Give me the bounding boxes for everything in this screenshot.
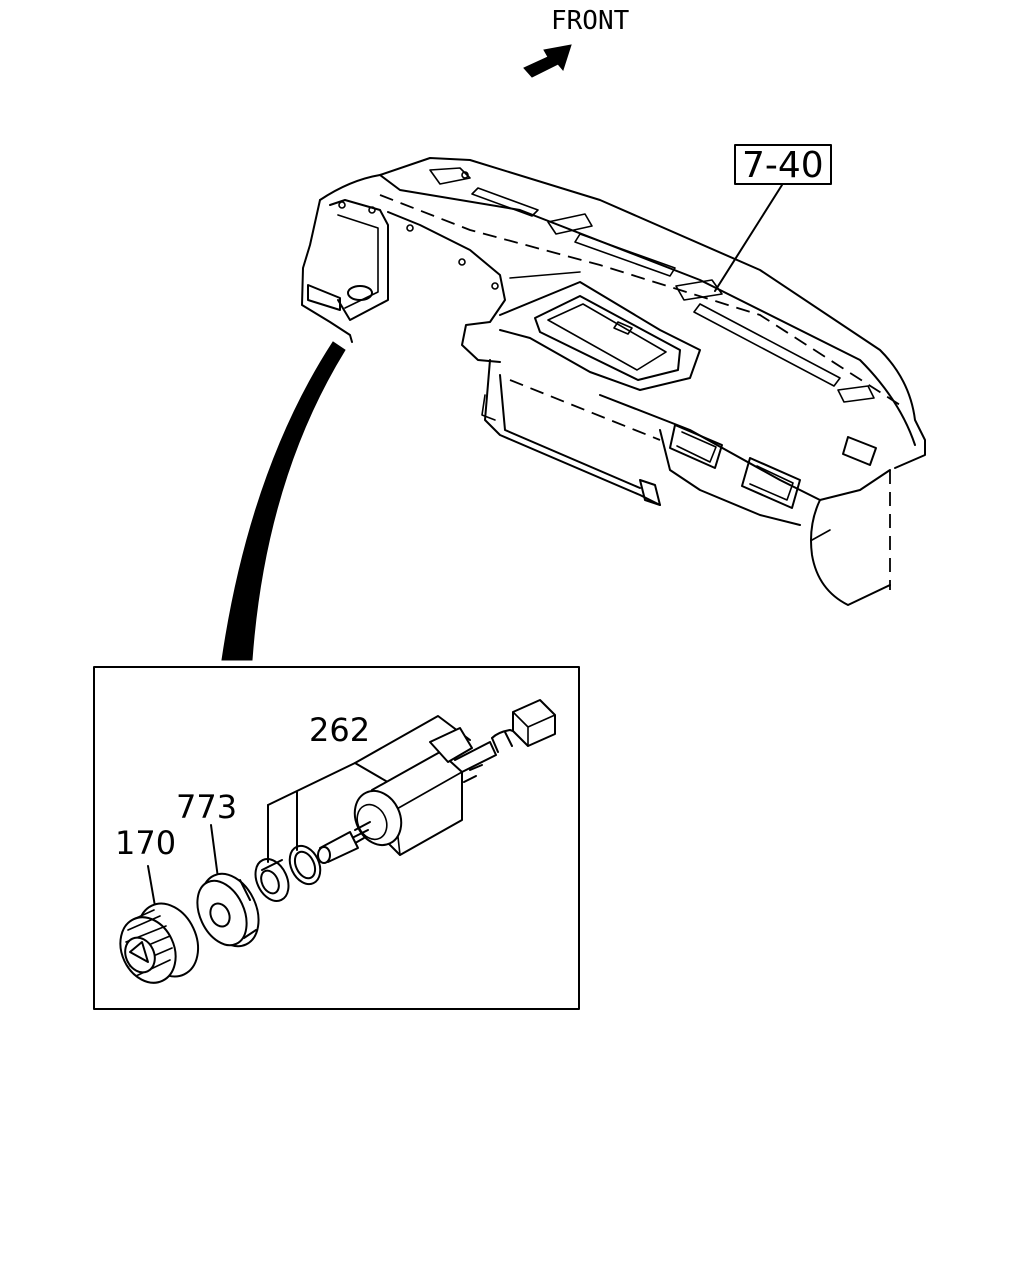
switch-body bbox=[317, 727, 497, 864]
reference-label: 7-40 bbox=[742, 145, 824, 186]
reference-leader-line bbox=[714, 184, 783, 292]
knob bbox=[119, 902, 200, 984]
callout-262: 262 bbox=[309, 711, 370, 749]
detail-frame bbox=[93, 666, 580, 1010]
callout-773: 773 bbox=[176, 788, 237, 826]
o-ring bbox=[288, 844, 322, 886]
washer bbox=[254, 858, 290, 902]
detail-pointer bbox=[221, 341, 346, 661]
front-label: FRONT bbox=[551, 6, 630, 36]
instrument-panel bbox=[301, 157, 926, 606]
bezel-ring bbox=[196, 872, 260, 948]
connector-plug bbox=[491, 699, 556, 753]
front-arrow-icon bbox=[523, 44, 572, 78]
callout-170: 170 bbox=[115, 824, 176, 862]
reference-box: 7-40 bbox=[734, 144, 832, 186]
